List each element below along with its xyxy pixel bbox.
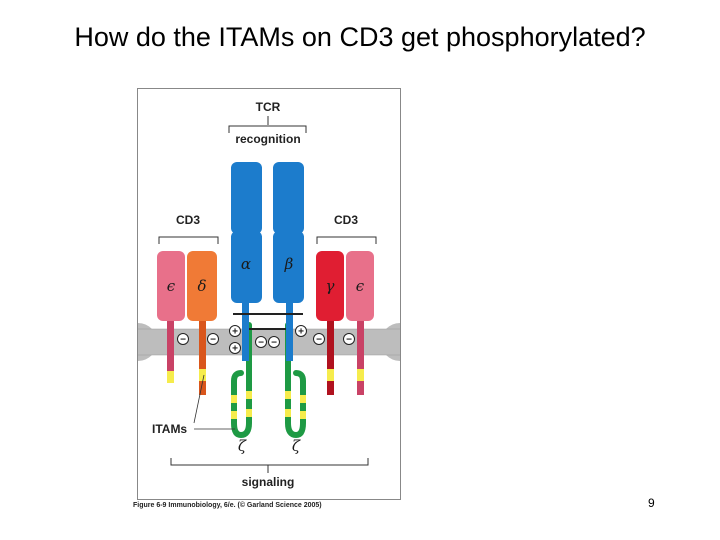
epsilon-right-label: ϵ <box>356 277 365 295</box>
svg-text:−: − <box>180 335 186 346</box>
page-number: 9 <box>648 496 655 510</box>
minus-charge: − <box>313 333 325 346</box>
itam-segment <box>300 411 306 419</box>
signaling-label: signaling <box>242 475 295 489</box>
tcr-cd3-diagram: TCR recognition CD3 CD3 α <box>137 88 401 500</box>
minus-charge: − <box>255 336 267 349</box>
svg-text:−: − <box>346 335 352 346</box>
tcr-alpha-transmembrane <box>242 301 249 361</box>
zeta-right-label: ζ <box>292 437 301 455</box>
gamma-label: γ <box>326 277 335 295</box>
itams-pointer <box>193 374 205 424</box>
cd3-epsilon-right-tail <box>357 321 364 395</box>
minus-charge: − <box>177 333 189 346</box>
cd3-delta-domain <box>187 251 217 321</box>
svg-text:−: − <box>316 335 322 346</box>
signaling-bracket <box>170 458 369 466</box>
itam-segment <box>231 411 237 419</box>
zeta-chain-left <box>231 322 252 439</box>
tcr-alpha-variable-domain <box>231 162 262 234</box>
alpha-label: α <box>241 255 251 273</box>
zeta-chain-right <box>285 322 306 439</box>
beta-label: β <box>284 255 294 273</box>
epsilon-left-label: ϵ <box>167 277 176 295</box>
itam-segment <box>199 369 206 381</box>
itam-segment <box>231 395 237 403</box>
tcr-beta-transmembrane <box>286 301 293 361</box>
itam-segment <box>246 409 252 417</box>
itam-segment <box>300 395 306 403</box>
recognition-label: recognition <box>235 132 300 146</box>
cd3-delta-tail <box>199 321 206 395</box>
cd3-right-bracket <box>316 236 377 244</box>
zeta-left-label: ζ <box>238 437 247 455</box>
minus-charge: − <box>207 333 219 346</box>
cd3-epsilon-right-domain <box>346 251 374 321</box>
itam-segment <box>285 409 291 417</box>
cd3-epsilon-left-tail <box>167 321 174 383</box>
minus-charge: − <box>268 336 280 349</box>
cd3-left-label: CD3 <box>176 213 200 227</box>
svg-text:−: − <box>210 335 216 346</box>
cd3-epsilon-left-domain <box>157 251 185 321</box>
itam-segment <box>246 391 252 399</box>
itams-label: ITAMs <box>152 422 187 436</box>
svg-text:+: + <box>232 327 238 338</box>
plus-charge: + <box>229 325 241 338</box>
itam-segment <box>327 369 334 381</box>
tcr-beta-variable-domain <box>273 162 304 234</box>
plus-charge: + <box>229 342 241 355</box>
itam-segment <box>285 391 291 399</box>
cd3-right-label: CD3 <box>334 213 358 227</box>
slide-title: How do the ITAMs on CD3 get phosphorylat… <box>74 22 646 52</box>
itam-segment <box>167 371 174 383</box>
cd3-left-bracket <box>158 236 219 244</box>
svg-text:−: − <box>271 338 277 349</box>
recognition-bracket <box>228 125 307 133</box>
tcr-label: TCR <box>256 100 281 114</box>
svg-text:+: + <box>232 344 238 355</box>
tcr-alpha-constant-domain <box>231 231 262 303</box>
itam-segment <box>357 369 364 381</box>
tcr-beta-constant-domain <box>273 231 304 303</box>
svg-text:−: − <box>258 338 264 349</box>
plus-charge: + <box>295 325 307 338</box>
svg-text:+: + <box>298 327 304 338</box>
cd3-gamma-tail <box>327 321 334 395</box>
cd3-gamma-domain <box>316 251 344 321</box>
delta-label: δ <box>197 277 206 295</box>
diagram-canvas: TCR recognition CD3 CD3 α <box>138 100 400 489</box>
minus-charge: − <box>343 333 355 346</box>
figure-caption: Figure 6-9 Immunobiology, 6/e. (© Garlan… <box>133 502 322 509</box>
